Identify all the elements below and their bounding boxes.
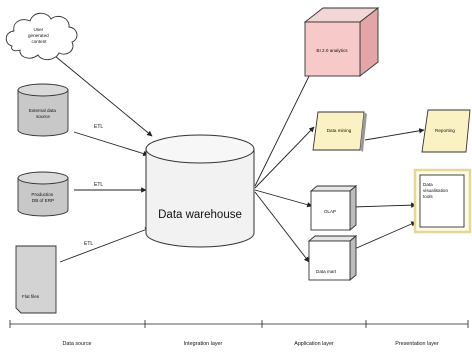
layer-label-presentation: Presentation layer: [395, 341, 439, 347]
cloud-label: User generated content: [28, 27, 50, 44]
edge-warehouse-to-mining: [254, 126, 315, 189]
reporting-label: Reporting: [435, 128, 455, 133]
data-visualisation-tools-frame: Data visualisation tools: [413, 168, 472, 234]
bi-analytics-cube: BI 2.0 analytics: [303, 7, 380, 77]
edge-warehouse-to-datamart: [254, 191, 310, 263]
flat-files-document: Flat files: [15, 245, 57, 314]
edge-cloud-to-warehouse: [54, 55, 153, 137]
reporting-note: Reporting: [421, 109, 471, 153]
edge-warehouse-to-bi: [254, 61, 317, 187]
external-label: External data source: [29, 108, 57, 119]
warehouse-body: [145, 148, 255, 248]
edge-mining-to-reporting: [364, 128, 425, 141]
note-shape: [421, 109, 471, 153]
cloud-user-generated-content: User generated content: [5, 12, 78, 61]
external-data-source-cylinder: External data source: [17, 83, 69, 137]
layer-label-application: Application layer: [294, 341, 334, 347]
layer-label-integration: Integration layer: [184, 341, 223, 347]
cylinder-body: [17, 89, 69, 137]
box-top: [307, 235, 358, 242]
box-front: [308, 240, 351, 281]
etl-label-external: ETL: [94, 124, 103, 130]
datamart-label: Data mart: [316, 269, 337, 274]
box-top: [309, 185, 358, 192]
mining-label: Data mining: [327, 128, 352, 133]
layer-label-data-source: Data source: [62, 341, 91, 347]
warehouse-label: Data warehouse: [158, 209, 242, 221]
flatfiles-label: Flat files: [22, 294, 40, 299]
box-side: [349, 235, 357, 281]
box-side: [349, 185, 357, 231]
etl-label-production: ETL: [94, 182, 103, 188]
document-shape: [15, 245, 57, 314]
visualization-label: Data visualisation tools: [423, 182, 449, 199]
edge-flatfiles-to-warehouse: [59, 227, 151, 263]
bi-label: BI 2.0 analytics: [316, 48, 348, 53]
cylinder-body: [17, 177, 69, 217]
connectors: [54, 55, 425, 263]
cloud-shape: [5, 12, 78, 61]
frame-inner: [419, 174, 465, 228]
olap-box: OLAP: [309, 185, 358, 231]
data-warehouse-cylinder: Data warehouse: [145, 134, 255, 248]
warehouse-top: [145, 134, 255, 164]
olap-label: OLAP: [324, 209, 336, 214]
etl-label-flatfiles: ETL: [84, 241, 93, 247]
box-front: [310, 190, 351, 231]
data-mining-note: Data mining: [312, 111, 367, 152]
edge-datamart-to-visualization: [351, 221, 417, 251]
cube-front: [304, 21, 361, 77]
edge-warehouse-to-olap: [254, 189, 313, 208]
production-db-cylinder: Production DB of ERP: [17, 171, 69, 217]
cylinder-top: [17, 83, 69, 97]
edge-olap-to-visualization: [351, 202, 417, 208]
edge-external-to-warehouse: [73, 131, 149, 157]
layer-axis: [9, 320, 469, 328]
cylinder-top: [17, 171, 69, 185]
note-shadow: [360, 112, 367, 152]
production-label: Production DB of ERP: [31, 192, 54, 203]
data-mart-box: Data mart: [307, 235, 358, 281]
